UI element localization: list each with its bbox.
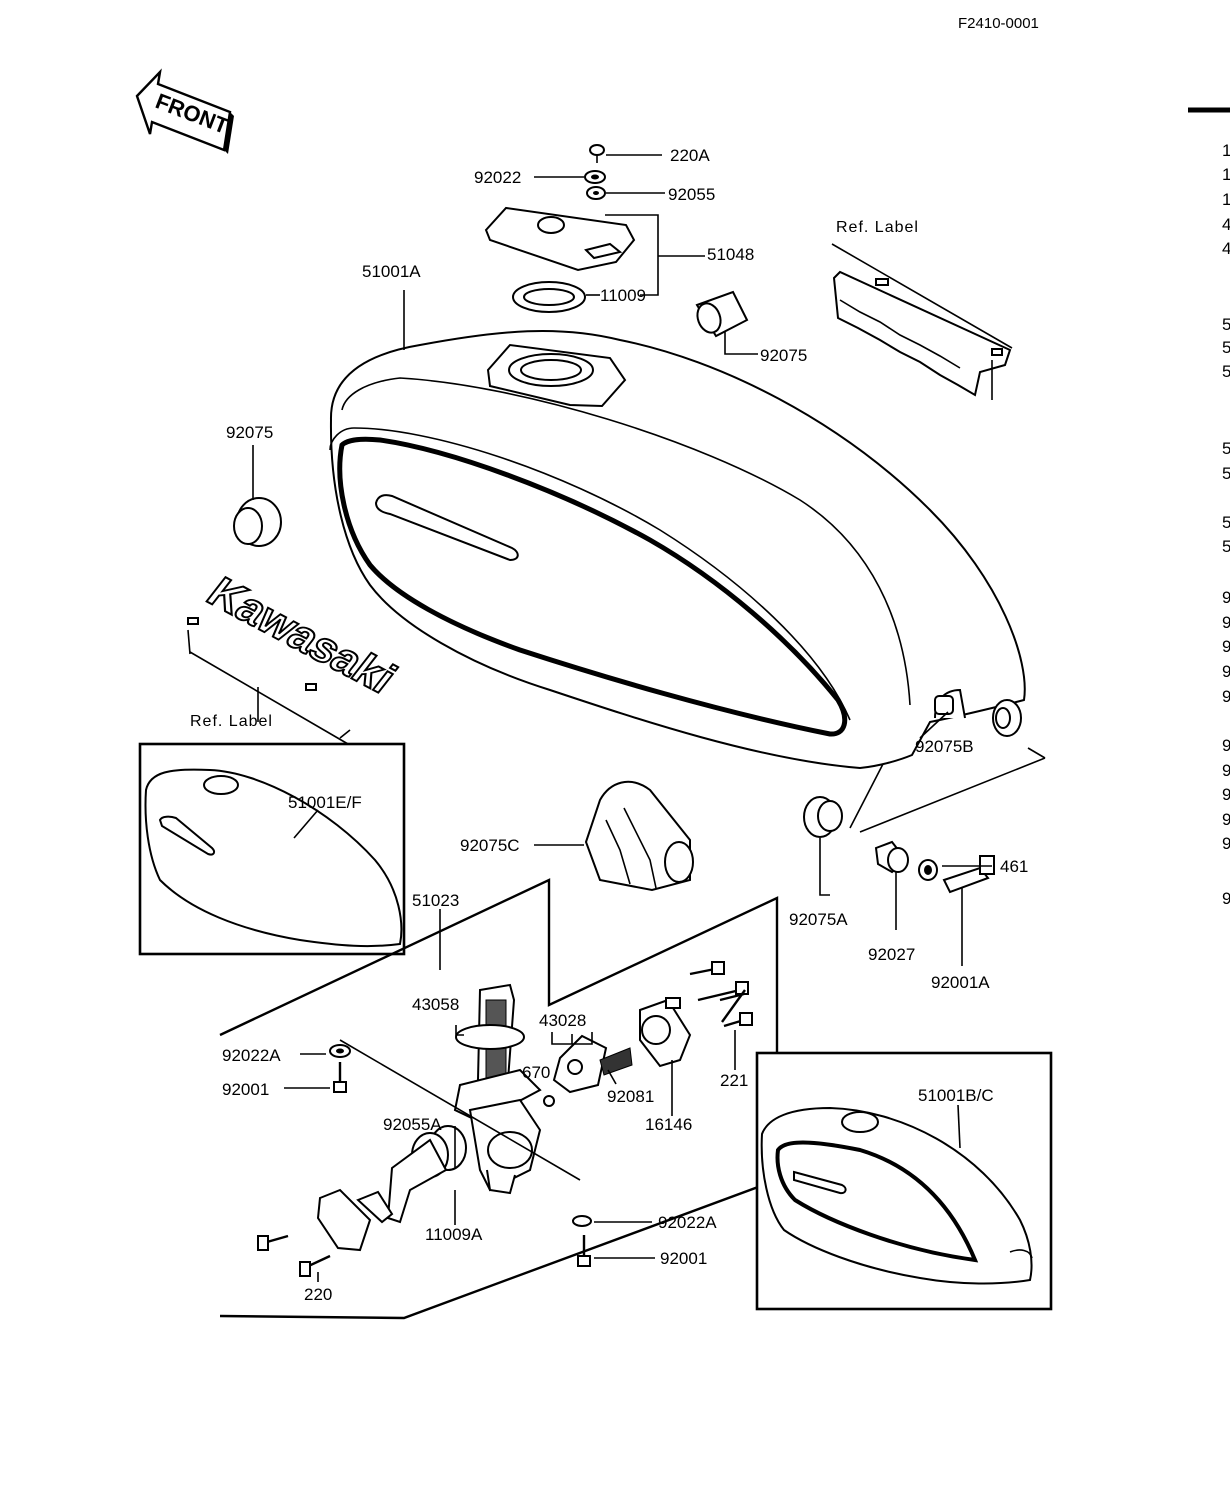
inset-51001BC (755, 1051, 1053, 1311)
label-51001A: 51001A (362, 262, 421, 281)
label-11009: 11009 (600, 286, 646, 305)
cushion-92075-top (695, 290, 758, 355)
label-92001-left: 92001 (222, 1080, 269, 1099)
label-92055: 92055 (668, 185, 715, 204)
label-51048: 51048 (707, 245, 754, 264)
tank-cover-92075C (534, 780, 694, 892)
fuel-cap-assembly (484, 144, 705, 313)
margin-char: 9 (1222, 785, 1230, 804)
cap-plate-51048 (484, 206, 636, 272)
label-220: 220 (304, 1285, 332, 1304)
margin-char: 9 (1222, 736, 1230, 755)
ref-label-text-left: Ref. Label (190, 713, 273, 730)
margin-char: 1 (1222, 165, 1230, 184)
margin-char: 9 (1222, 889, 1230, 908)
margin-char: 1 (1222, 141, 1230, 160)
fuel-tank-51001A (329, 290, 1026, 770)
margin-char: 9 (1222, 637, 1230, 656)
label-43058: 43058 (412, 995, 459, 1014)
label-51001BC: 51001B/C (918, 1086, 994, 1105)
label-51023: 51023 (412, 891, 459, 910)
margin-char: 9 (1222, 662, 1230, 681)
margin-char: 5 (1222, 338, 1230, 357)
label-16146: 16146 (645, 1115, 692, 1134)
margin-char: 4 (1222, 239, 1230, 258)
label-92075-top: 92075 (760, 346, 807, 365)
margin-char: 9 (1222, 687, 1230, 706)
margin-char: 1 (1222, 190, 1230, 209)
margin-char: 9 (1222, 834, 1230, 853)
label-92022A-left: 92022A (222, 1046, 281, 1065)
label-461: 461 (1000, 857, 1028, 876)
ref-label-text-right: Ref. Label (836, 219, 919, 236)
rear-mount-hardware (803, 699, 1046, 966)
inset-51001EF (138, 742, 406, 956)
margin-char: 5 (1222, 537, 1230, 556)
label-221: 221 (720, 1071, 748, 1090)
ref-label-right (831, 243, 1013, 400)
label-43028: 43028 (539, 1011, 586, 1030)
figure-code: F2410-0001 (958, 15, 1039, 32)
part-labels: 220A 92022 92055 51048 11009 51001A 9207… (222, 146, 1028, 1304)
margin-char: 5 (1222, 362, 1230, 381)
margin-column: 1 1 1 4 4 5 5 5 5 5 5 5 9 9 9 9 9 9 9 9 9 9 9 (1222, 141, 1230, 908)
margin-char: 9 (1222, 588, 1230, 607)
margin-char: 5 (1222, 513, 1230, 532)
fuel-cock-51023 (219, 878, 779, 1320)
margin-char: 9 (1222, 761, 1230, 780)
label-670: 670 (522, 1063, 550, 1082)
label-92075A: 92075A (789, 910, 848, 929)
label-92075-left: 92075 (226, 423, 273, 442)
margin-char: 5 (1222, 315, 1230, 334)
front-arrow: FRONT (135, 68, 234, 154)
label-92022: 92022 (474, 168, 521, 187)
label-92075C: 92075C (460, 836, 520, 855)
label-92001A: 92001A (931, 973, 990, 992)
label-220A: 220A (670, 146, 710, 165)
label-51001EF: 51001E/F (288, 793, 362, 812)
margin-char: 9 (1222, 613, 1230, 632)
margin-char: 4 (1222, 215, 1230, 234)
label-92055A: 92055A (383, 1115, 442, 1134)
screw-220A (589, 144, 605, 156)
label-92075B: 92075B (915, 737, 974, 756)
label-92022A-right: 92022A (658, 1213, 717, 1232)
label-92001-right: 92001 (660, 1249, 707, 1268)
margin-char: 5 (1222, 464, 1230, 483)
margin-char: 5 (1222, 439, 1230, 458)
label-92081: 92081 (607, 1087, 654, 1106)
cushion-92075-left (233, 445, 282, 547)
margin-char: 9 (1222, 810, 1230, 829)
label-11009A: 11009A (425, 1225, 483, 1244)
label-92027: 92027 (868, 945, 915, 964)
